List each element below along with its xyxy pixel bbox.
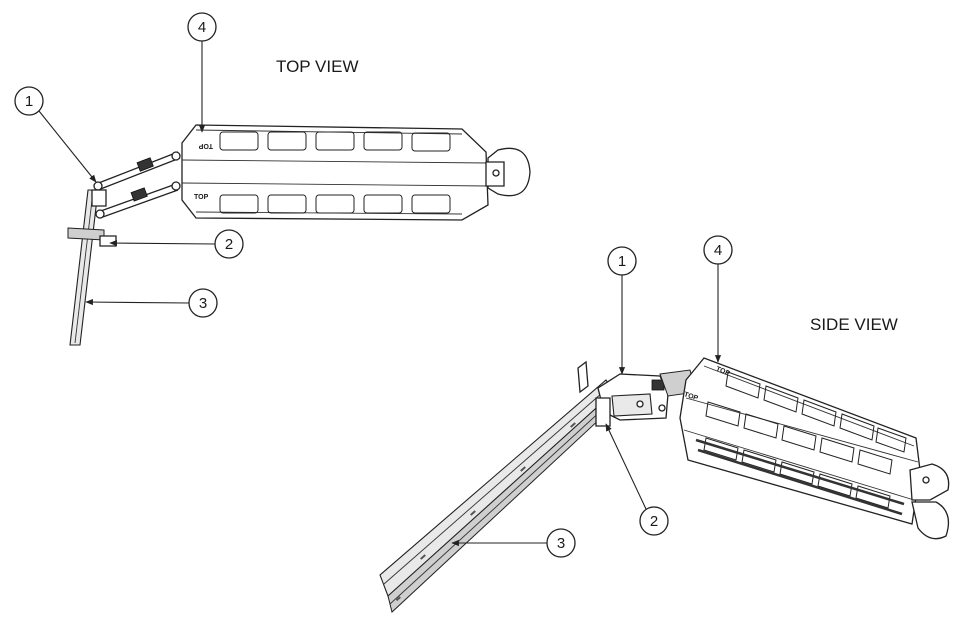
side-view-cable-tray: TOP TOP <box>679 357 950 540</box>
top-view: TOP VIEW <box>14 12 531 346</box>
svg-text:4: 4 <box>714 242 722 259</box>
top-view-callout-3: 3 <box>85 288 218 318</box>
tray-stamp-upper: TOP <box>198 142 213 149</box>
top-view-rail <box>67 189 117 346</box>
svg-text:3: 3 <box>557 535 565 552</box>
side-view-bracket <box>595 369 697 427</box>
top-view-callout-4: 4 <box>187 12 217 133</box>
top-view-callout-1: 1 <box>14 86 97 183</box>
top-view-callout-2: 2 <box>109 229 244 259</box>
side-view-callout-4: 4 <box>703 235 733 363</box>
side-view-rail <box>379 360 617 613</box>
top-view-arm-linkage <box>91 151 181 219</box>
svg-text:3: 3 <box>199 295 207 312</box>
side-view-callout-2: 2 <box>605 423 669 536</box>
svg-text:4: 4 <box>198 19 206 36</box>
svg-text:1: 1 <box>25 93 33 110</box>
side-tray-stamp-upper: TOP <box>715 366 731 378</box>
svg-text:1: 1 <box>618 253 626 270</box>
tray-stamp-lower: TOP <box>194 194 209 201</box>
side-view: SIDE VIEW <box>379 235 950 613</box>
svg-text:2: 2 <box>650 513 658 530</box>
side-tray-stamp-lower: TOP <box>683 391 699 402</box>
svg-text:2: 2 <box>225 236 233 253</box>
side-view-callout-1: 1 <box>607 246 637 375</box>
side-view-callout-3: 3 <box>451 528 576 558</box>
side-view-title: SIDE VIEW <box>810 315 898 334</box>
top-view-title: TOP VIEW <box>276 57 359 76</box>
top-view-cable-tray: TOP TOP <box>181 124 531 221</box>
